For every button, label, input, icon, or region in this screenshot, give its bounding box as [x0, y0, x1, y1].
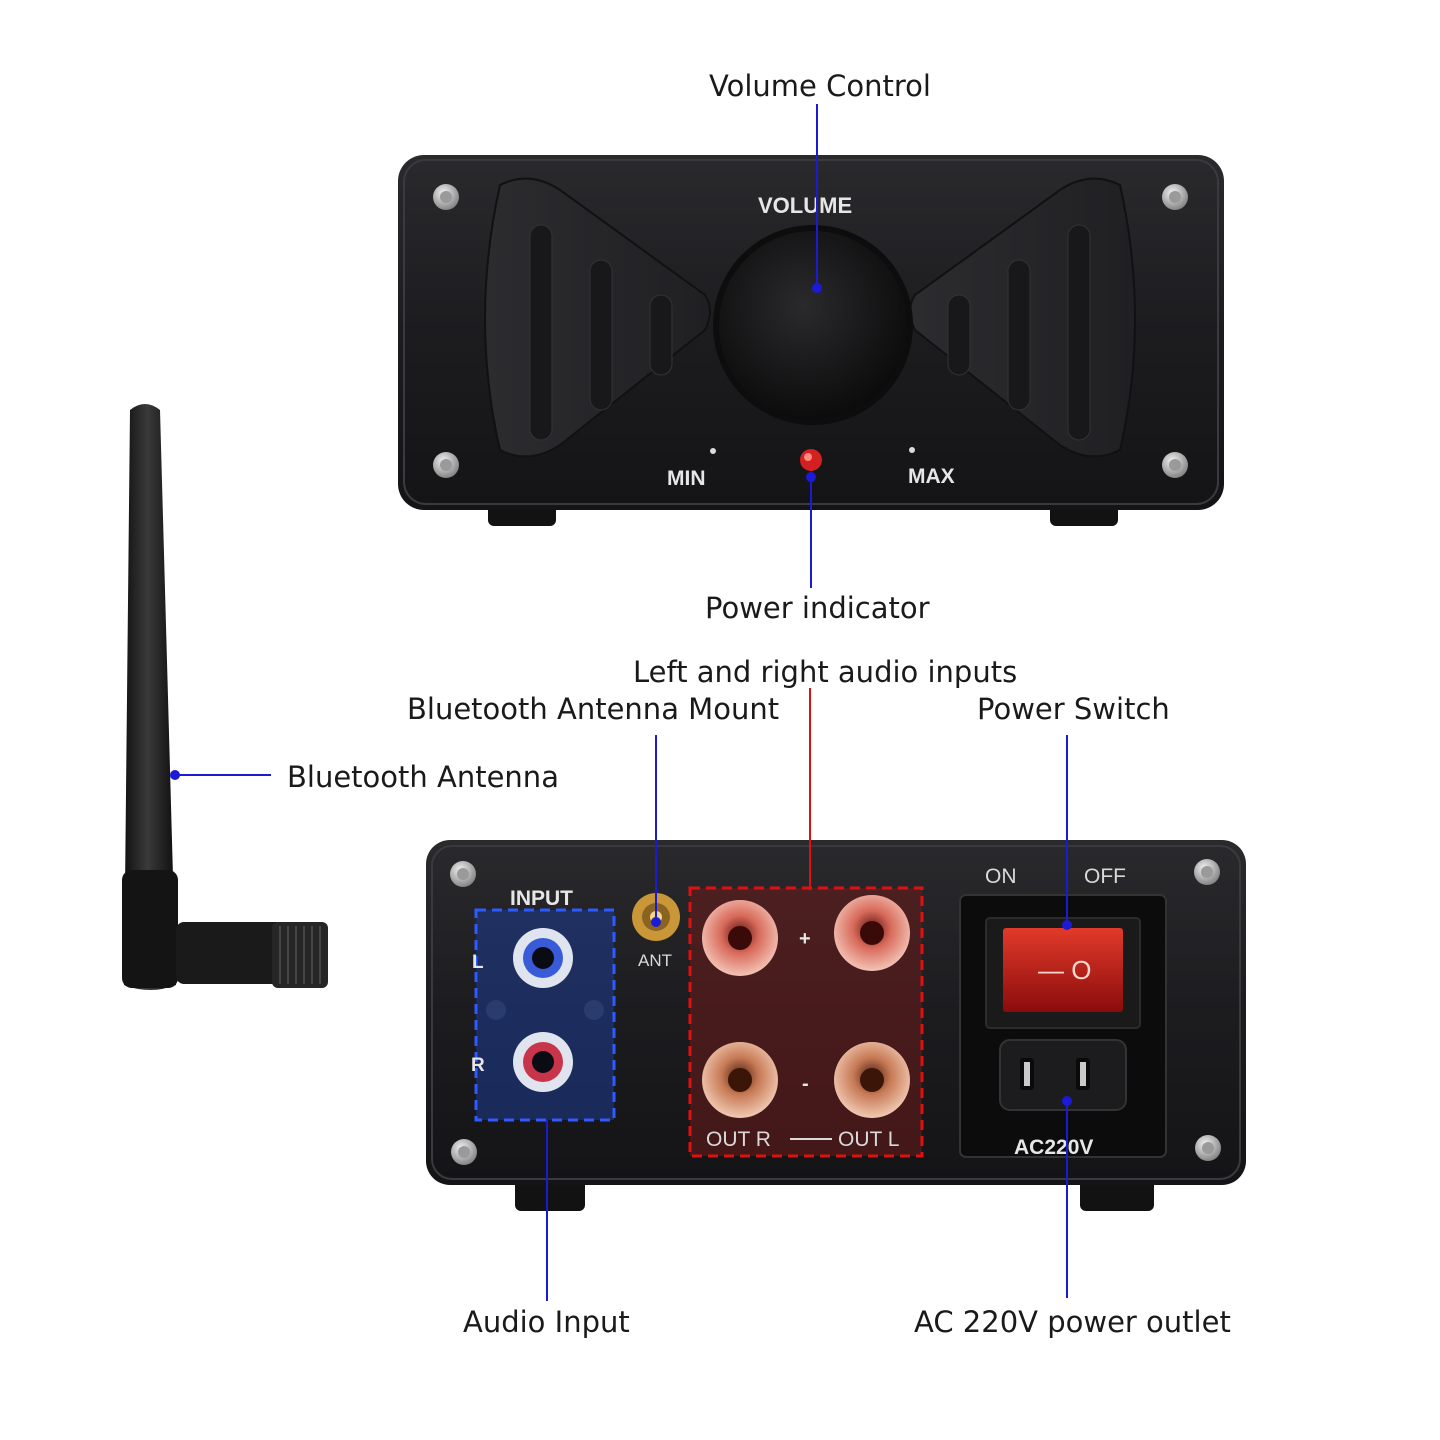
leader-dot-bt-antenna	[170, 770, 180, 780]
leader-power-switch	[1066, 735, 1068, 925]
binding-post-out-l-plus[interactable]	[834, 895, 910, 971]
rear-screws	[450, 859, 1221, 1165]
leader-left-right-inputs	[809, 688, 811, 890]
front-max-label: MAX	[908, 465, 955, 488]
power-switch[interactable]	[1003, 928, 1123, 1012]
leader-dot-volume	[812, 283, 822, 293]
leader-antenna-mount	[655, 735, 657, 921]
bluetooth-antenna	[122, 404, 328, 990]
rear-off-label: OFF	[1084, 865, 1126, 888]
rear-panel	[426, 840, 1246, 1211]
rear-input-label: INPUT	[510, 887, 573, 910]
leader-dot-antenna-mount	[651, 917, 661, 927]
leader-audio-input	[546, 1120, 548, 1301]
front-min-label: MIN	[667, 467, 706, 490]
rear-minus-label: -	[802, 1073, 809, 1095]
leader-dot-ac-outlet	[1062, 1096, 1072, 1106]
front-screws	[433, 184, 1188, 478]
callout-left-right-inputs: Left and right audio inputs	[633, 655, 1018, 689]
callout-antenna-mount: Bluetooth Antenna Mount	[407, 692, 780, 726]
callout-power-switch: Power Switch	[977, 692, 1170, 726]
power-led	[800, 449, 822, 471]
callout-audio-input: Audio Input	[463, 1305, 630, 1339]
callout-ac-outlet: AC 220V power outlet	[914, 1305, 1231, 1339]
leader-volume-control	[816, 104, 818, 288]
binding-post-out-r-plus[interactable]	[702, 900, 778, 976]
leader-dot-power-switch	[1062, 920, 1072, 930]
leader-ac-outlet	[1066, 1100, 1068, 1298]
leader-bt-antenna	[176, 774, 271, 776]
rear-plus-label: +	[799, 928, 811, 950]
rear-on-label: ON	[985, 865, 1017, 888]
switch-marking: — O	[1038, 955, 1092, 985]
front-volume-label: VOLUME	[758, 193, 853, 218]
rear-l-label: L	[472, 952, 484, 973]
rear-r-label: R	[471, 1055, 485, 1076]
front-panel	[398, 155, 1224, 526]
callout-power-indicator: Power indicator	[705, 591, 930, 625]
ac-socket	[999, 1039, 1127, 1111]
leader-dot-power-led	[806, 472, 816, 482]
rear-ant-label: ANT	[638, 951, 672, 970]
rear-out-r-label: OUT R	[706, 1128, 771, 1151]
callout-volume-control: Volume Control	[709, 69, 931, 103]
leader-power-indicator	[810, 477, 812, 588]
rear-out-l-label: OUT L	[838, 1128, 900, 1151]
binding-post-out-l-minus[interactable]	[834, 1042, 910, 1118]
binding-post-out-r-minus[interactable]	[702, 1042, 778, 1118]
rear-ac-label: AC220V	[1014, 1136, 1094, 1159]
callout-bt-antenna: Bluetooth Antenna	[287, 760, 559, 794]
